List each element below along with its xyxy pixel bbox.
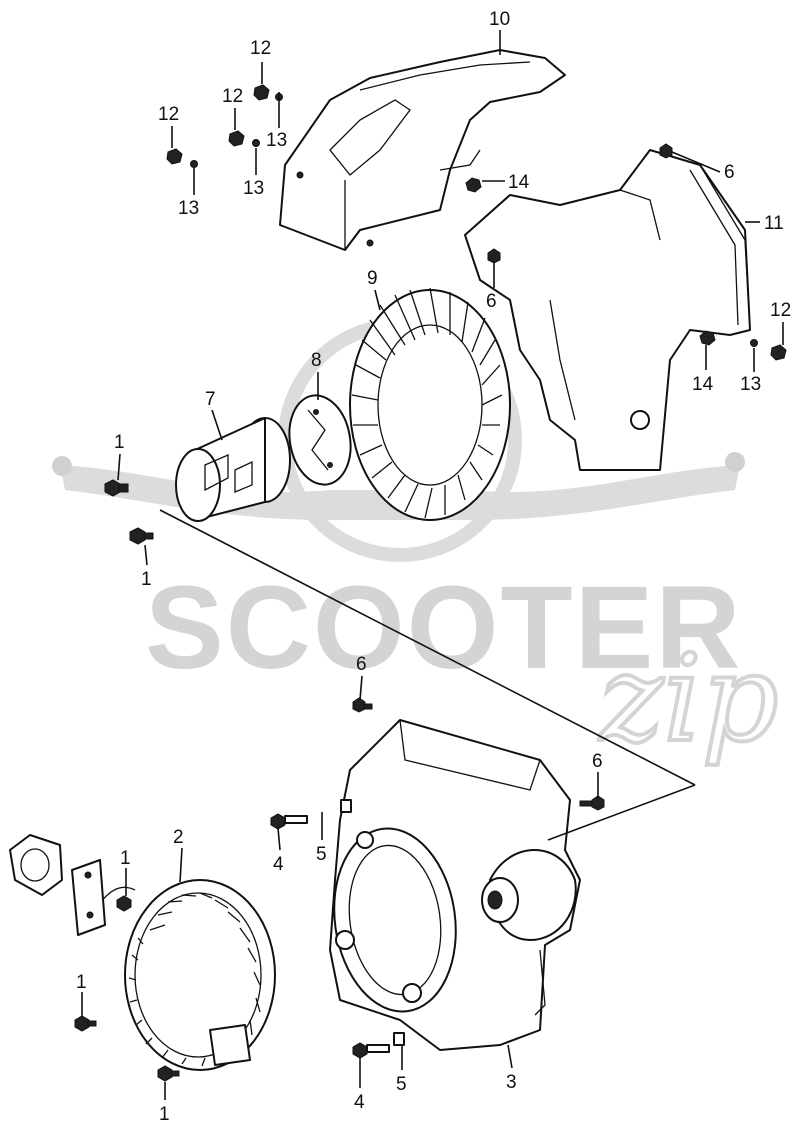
- part-10-upper-shroud: [279, 49, 566, 251]
- callout-6a: 6: [724, 162, 735, 183]
- bolt-1d: [74, 1015, 90, 1032]
- callout-13c: 13: [178, 198, 199, 219]
- callout-13d: 13: [740, 374, 761, 395]
- nut-14a: [465, 177, 482, 193]
- bolt-1e: [157, 1065, 173, 1082]
- callout-12b: 12: [222, 86, 243, 107]
- bolt-12b: [228, 130, 245, 147]
- callout-5b: 5: [396, 1074, 407, 1095]
- bolt-4b: [352, 1042, 368, 1059]
- callout-14b: 14: [692, 374, 714, 395]
- part-2-recoil-starter: [9, 834, 276, 1071]
- bolt-1a: [104, 479, 121, 497]
- callout-11: 11: [764, 213, 784, 234]
- callout-1b: 1: [141, 569, 152, 590]
- bolt-6a: [487, 248, 501, 264]
- callout-6d: 6: [592, 751, 603, 772]
- callout-14a: 14: [508, 172, 530, 193]
- callout-12d: 12: [770, 300, 791, 321]
- watermark-left-knob: [52, 456, 72, 476]
- callout-2: 2: [173, 827, 184, 848]
- bolt-12a: [253, 84, 270, 101]
- callout-1d: 1: [76, 972, 87, 993]
- callout-6b: 6: [486, 291, 497, 312]
- bolt-1b: [129, 527, 146, 545]
- callout-3: 3: [506, 1072, 517, 1093]
- watermark-script-text: zip: [598, 630, 778, 769]
- bolt-6c: [352, 697, 366, 713]
- callout-9: 9: [367, 268, 378, 289]
- sleeve-5b: [393, 1032, 405, 1046]
- fasteners: [74, 84, 787, 1082]
- bolt-1c: [116, 895, 132, 912]
- leader-lines: [81, 30, 784, 1100]
- callout-8: 8: [311, 350, 322, 371]
- watermark-brand-text: SCOOTER: [145, 562, 743, 694]
- part-8-plate: [288, 394, 352, 486]
- bolt-6b: [659, 143, 673, 159]
- part-9-flywheel-fan: [349, 287, 511, 521]
- watermark-right-knob: [725, 452, 745, 472]
- washer-13d: [750, 339, 758, 347]
- callout-5a: 5: [316, 844, 327, 865]
- callout-1c: 1: [120, 848, 131, 869]
- callout-4a: 4: [273, 854, 284, 875]
- watermark: SCOOTER zip: [52, 318, 780, 771]
- callout-labels: 10 12 13 12 13 12 13 14 6 11 6 12 14 13 …: [76, 9, 791, 1125]
- callout-6c: 6: [356, 654, 367, 675]
- callout-10: 10: [489, 9, 510, 30]
- bolt-6d: [591, 795, 605, 811]
- callout-7: 7: [205, 389, 216, 410]
- callout-1a: 1: [114, 432, 125, 453]
- callout-13b: 13: [243, 178, 264, 199]
- part-3-fan-housing: [329, 719, 581, 1051]
- nut-14b: [699, 330, 716, 346]
- callout-4b: 4: [354, 1092, 365, 1113]
- bolt-12d: [770, 344, 787, 361]
- bolt-12c: [166, 148, 183, 165]
- callout-12c: 12: [158, 104, 179, 125]
- part-11-rear-shroud: [464, 149, 751, 471]
- part-7-starter-cup: [175, 417, 291, 522]
- callout-13a: 13: [266, 130, 287, 151]
- sleeve-5a: [340, 799, 352, 813]
- callout-1e: 1: [159, 1104, 170, 1125]
- callout-12a: 12: [250, 38, 271, 59]
- washer-13b: [252, 139, 260, 147]
- bolt-4a: [270, 813, 286, 830]
- washer-13c: [190, 160, 198, 168]
